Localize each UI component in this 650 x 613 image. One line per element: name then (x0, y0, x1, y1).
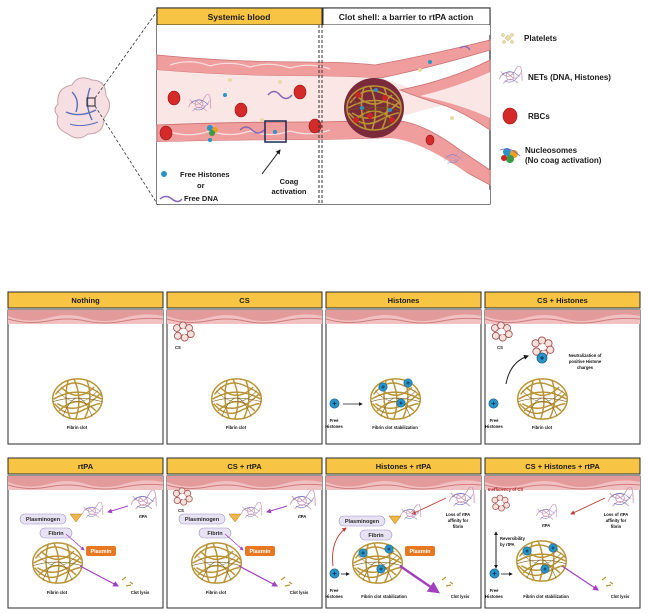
histones-label-3: Histones (325, 424, 343, 429)
panel-histones-title: Histones (388, 296, 420, 305)
clot-lysis-label-5: Clot lysis (131, 590, 150, 595)
fibrin-clot-label-1: Fibrin clot (67, 425, 88, 430)
loss-label-8-3: fibrin (611, 524, 622, 529)
fibrin-clot-label-6: Fibrin clot (206, 590, 227, 595)
header-systemic-blood-text: Systemic blood (208, 12, 271, 22)
fibrin-clot-stabilization-label-8: Fibrin clot stabilization (523, 594, 569, 599)
free-label-7: Free (330, 588, 340, 593)
histones-label-8: Histones (485, 594, 503, 599)
cs-label-2: CS (175, 345, 181, 350)
coag-activation-label-2: activation (271, 187, 306, 196)
selection-box (264, 120, 287, 143)
legend-nucleosomes-2: (No coag activation) (525, 156, 602, 165)
rbc-cells (159, 84, 435, 146)
fibrin-clot-label-4: Fibrin clot (532, 425, 553, 430)
neutralization-label-2: positive Histone (569, 359, 602, 364)
panel-cs: CS CS Fibrin clot (166, 291, 323, 445)
plasminogen-label-7: Plasminogen (345, 519, 380, 525)
panel-rtpa: rtPA rtPA Plasminogen Fibrin Plasmin Fib… (7, 457, 164, 609)
histones-label-7: Histones (325, 594, 343, 599)
legend: Platelets NETs (DNA, Histones) RBCs Nucl… (498, 33, 611, 165)
free-label-3: Free (330, 418, 340, 423)
coag-activation-label-1: Coag (280, 177, 299, 186)
neutralization-label-1: Neutralization of (569, 353, 602, 358)
panel-cs-rtpa-title: CS + rtPA (227, 462, 262, 471)
panel-cs-histones-rtpa: CS + Histones + rtPA Inefficiency of CS … (484, 457, 641, 609)
vessel-panel: Systemic blood Clot shell: a barrier to … (156, 7, 491, 205)
panel-cs-histones: CS + Histones CS Neutralization of posit… (484, 291, 641, 445)
header-clot-shell-text: Clot shell: a barrier to rtPA action (339, 12, 474, 22)
plasmin-label-7: Plasmin (409, 549, 431, 555)
panel-nothing-title: Nothing (71, 296, 100, 305)
plasmin-label-6: Plasmin (249, 549, 271, 555)
zoom-line-top (94, 9, 159, 99)
panel-histones-rtpa: Histones + rtPA Loss of rtPA affinity fo… (325, 457, 482, 609)
free-dna-label: Free DNA (184, 194, 219, 203)
plasmin-label-5: Plasmin (90, 549, 112, 555)
fibrin-label-6: Fibrin (207, 531, 223, 537)
panel-rtpa-title: rtPA (78, 462, 94, 471)
zoom-line-bottom (94, 105, 159, 206)
panel-cs-histones-rtpa-title: CS + Histones + rtPA (525, 462, 600, 471)
legend-nets: NETs (DNA, Histones) (528, 73, 611, 82)
inefficiency-label: Inefficiency of CS (488, 487, 523, 492)
nucleosome-in-vessel (207, 125, 218, 136)
platelets-legend-icon (501, 33, 514, 44)
rtpa-label-5: rtPA (139, 514, 148, 519)
vessel-upper-wall (157, 25, 490, 62)
fibrin-clot-stabilization-label-7: Fibrin clot stabilization (361, 594, 407, 599)
loss-label-7-3: fibrin (453, 524, 464, 529)
clot-lysis-label-7: Clot lysis (451, 594, 470, 599)
free-label-4: Free (490, 418, 500, 423)
panel-cs-histones-title: CS + Histones (537, 296, 588, 305)
loss-label-7-1: Loss of rtPA (446, 512, 471, 517)
histones-label-4: Histones (485, 424, 503, 429)
loss-label-8-1: Loss of rtPA (604, 512, 629, 517)
free-histones-label: Free Histones (180, 170, 230, 179)
cs-label-4: CS (497, 345, 503, 350)
reversibility-label-1: Reversibility (500, 536, 526, 541)
rtpa-label-8: rtPA (542, 523, 551, 528)
clot-lysis-label-6: Clot lysis (290, 590, 309, 595)
loss-label-7-2: affinity for (448, 518, 469, 523)
plasminogen-label-5: Plasminogen (26, 517, 61, 523)
panel-histones: Histones Free Histones Fibrin clot stabi… (325, 291, 482, 445)
neutralization-label-3: charges (577, 365, 594, 370)
fibrin-clot-label-2: Fibrin clot (226, 425, 247, 430)
fibrin-label-5: Fibrin (48, 531, 64, 537)
free-label-8: Free (490, 588, 500, 593)
rbc-legend-icon (502, 107, 518, 125)
reversibility-label-2: by rtPA (500, 542, 515, 547)
legend-rbcs: RBCs (528, 112, 550, 121)
clot-with-shell (344, 78, 404, 138)
panel-histones-rtpa-title: Histones + rtPA (376, 462, 432, 471)
legend-platelets: Platelets (524, 34, 557, 43)
clot-lysis-label-8: Clot lysis (611, 594, 630, 599)
legend-nucleosomes-1: Nucleosomes (525, 146, 578, 155)
panel-cs-rtpa: CS + rtPA CS rtPA Plasminogen Fibrin Pla… (166, 457, 323, 609)
plasminogen-label-6: Plasminogen (185, 517, 220, 523)
cs-label-6: CS (178, 508, 184, 513)
panel-cs-title: CS (239, 296, 249, 305)
nucleosome-legend-icon (499, 148, 521, 163)
or-label: or (197, 181, 205, 190)
platelets-in-vessel (228, 68, 454, 122)
brain-icon (54, 77, 110, 139)
loss-label-8-2: affinity for (606, 518, 627, 523)
fibrin-clot-label-5: Fibrin clot (47, 590, 68, 595)
fibrin-clot-stabilization-label-3: Fibrin clot stabilization (372, 425, 418, 430)
fibrin-label-7: Fibrin (368, 533, 384, 539)
rtpa-label-6: rtPA (298, 514, 307, 519)
panel-nothing: Nothing Fibrin clot (7, 291, 164, 445)
nets-legend-icon (498, 66, 523, 84)
